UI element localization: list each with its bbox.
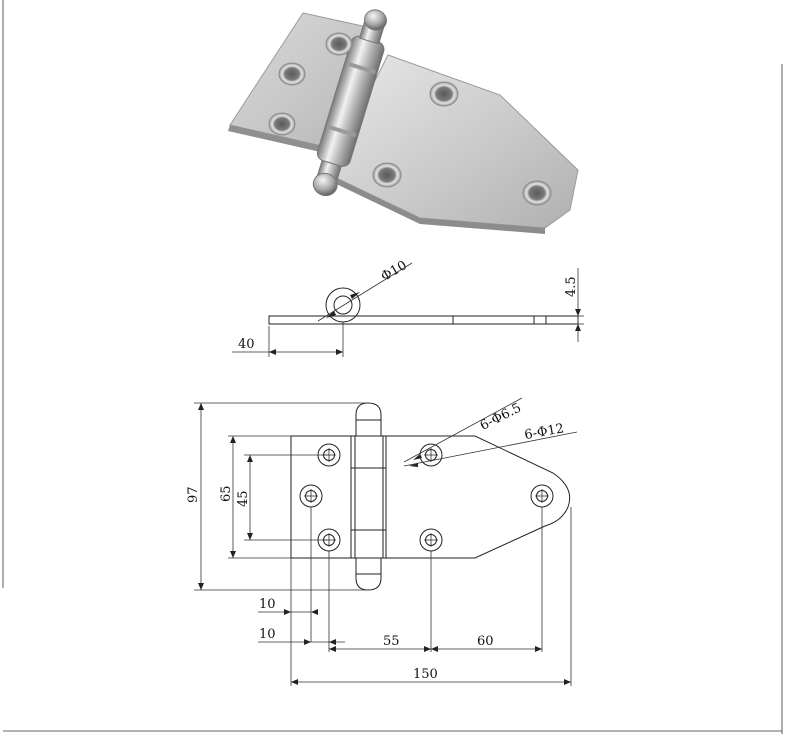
height-45-label: 45	[236, 490, 251, 507]
edge-10-b-label: 10	[259, 627, 276, 642]
thickness-label: 4.5	[564, 276, 579, 297]
spacing-55-label: 55	[383, 634, 400, 649]
right-leaf-outline	[385, 435, 571, 559]
mounting-holes	[299, 443, 554, 552]
hole-callout-small: 6-Φ6.5	[478, 401, 524, 434]
side-view-plate	[268, 315, 579, 325]
hole-callout-large-leader	[403, 431, 578, 467]
hinge-photo	[228, 9, 579, 234]
pin-knuckle-inner	[333, 295, 353, 315]
overall-height-label: 97	[186, 486, 201, 503]
hole-callout-large: 6-Φ12	[523, 421, 565, 443]
front-view: 6-Φ6.5 6-Φ12 97 65 45	[186, 397, 578, 686]
edge-10-a-label: 10	[259, 597, 276, 612]
overall-width-label: 150	[413, 667, 438, 682]
offset-label: 40	[238, 337, 255, 352]
spacing-60-label: 60	[477, 634, 494, 649]
side-view: Φ10 4.5 40	[232, 258, 584, 357]
barrel-outline	[350, 435, 387, 559]
hole-centerlines	[304, 448, 549, 547]
pin-diameter-label: Φ10	[379, 258, 410, 285]
height-65-label: 65	[219, 485, 234, 502]
pin-knuckle-outer	[325, 287, 361, 323]
hole-callout-small-leader	[403, 397, 523, 463]
